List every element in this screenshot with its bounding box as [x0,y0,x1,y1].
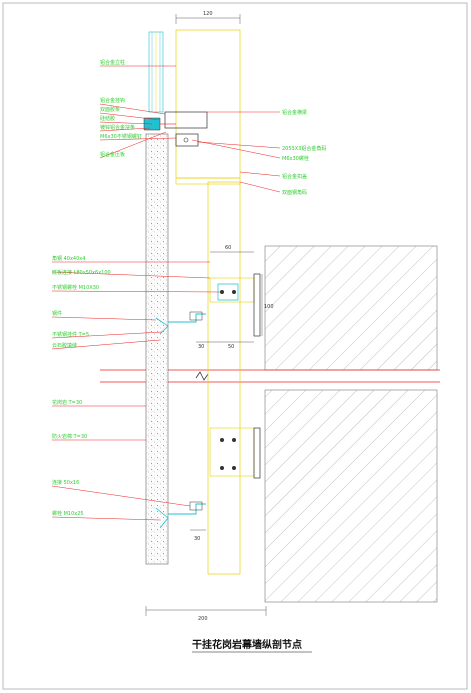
label-mid-left-1: 底板连接 L80x50x6x100 [52,269,111,276]
label-lower-left-3: 螺栓 M10x25 [52,510,84,517]
label-upper-left-0: 铝合金立柱 [100,59,125,66]
dim-gap-lower: 30 [194,536,200,542]
embed-plate-upper [155,273,261,337]
label-lower-left-1: 防火岩棉 T=30 [52,433,87,440]
label-upper-left-6: 铝合金压板 [100,151,125,158]
label-mid-left-3: 钢件 [52,310,62,317]
label-mid-left-4: 不锈钢挂件 T=5 [52,331,89,338]
label-upper-left-2: 双面胶条 [100,106,120,113]
label-upper-right-1: 2053X3铝合金角码 [282,145,326,152]
dim-embed: 60 [225,245,231,251]
label-upper-left-1: 铝合金挂钩 [100,97,125,104]
label-mid-left-5: 云石胶填缝 [52,342,77,349]
leader-lines [51,65,281,521]
embed-plate-lower [155,427,261,529]
label-upper-left-5: M6x30不锈钢螺钉 [100,133,142,140]
aluminum-mullion [148,29,241,575]
dim-top: 120 [203,11,213,17]
dim-offset: 30 [198,344,204,350]
granite-panel [145,133,169,565]
label-upper-right-3: 铝合金扣盖 [282,173,307,180]
label-upper-right-4: 双面钢角码 [282,189,307,196]
label-upper-left-4: 镀锌铝合金块条 [100,124,135,131]
label-mid-left-2: 不锈钢螺栓 M10X30 [52,284,99,291]
dim-plate-height: 100 [264,304,274,310]
drawing-title: 干挂花岗岩幕墙纵剖节点 [192,638,302,651]
dimension-lines [145,14,267,616]
label-upper-right-2: M6x30螺栓 [282,155,309,162]
concrete-wall [264,245,438,603]
dim-plate-width: 50 [228,344,234,350]
dim-bottom: 200 [198,616,208,622]
label-mid-left-0: 角钢 40x40x4 [52,255,85,262]
label-lower-left-0: 花岗岩 T=30 [52,399,82,406]
label-lower-left-2: 连接 50x16 [52,479,79,486]
label-upper-right-0: 铝合金横梁 [282,109,307,116]
label-upper-left-3: 硅结胶 [100,115,115,122]
